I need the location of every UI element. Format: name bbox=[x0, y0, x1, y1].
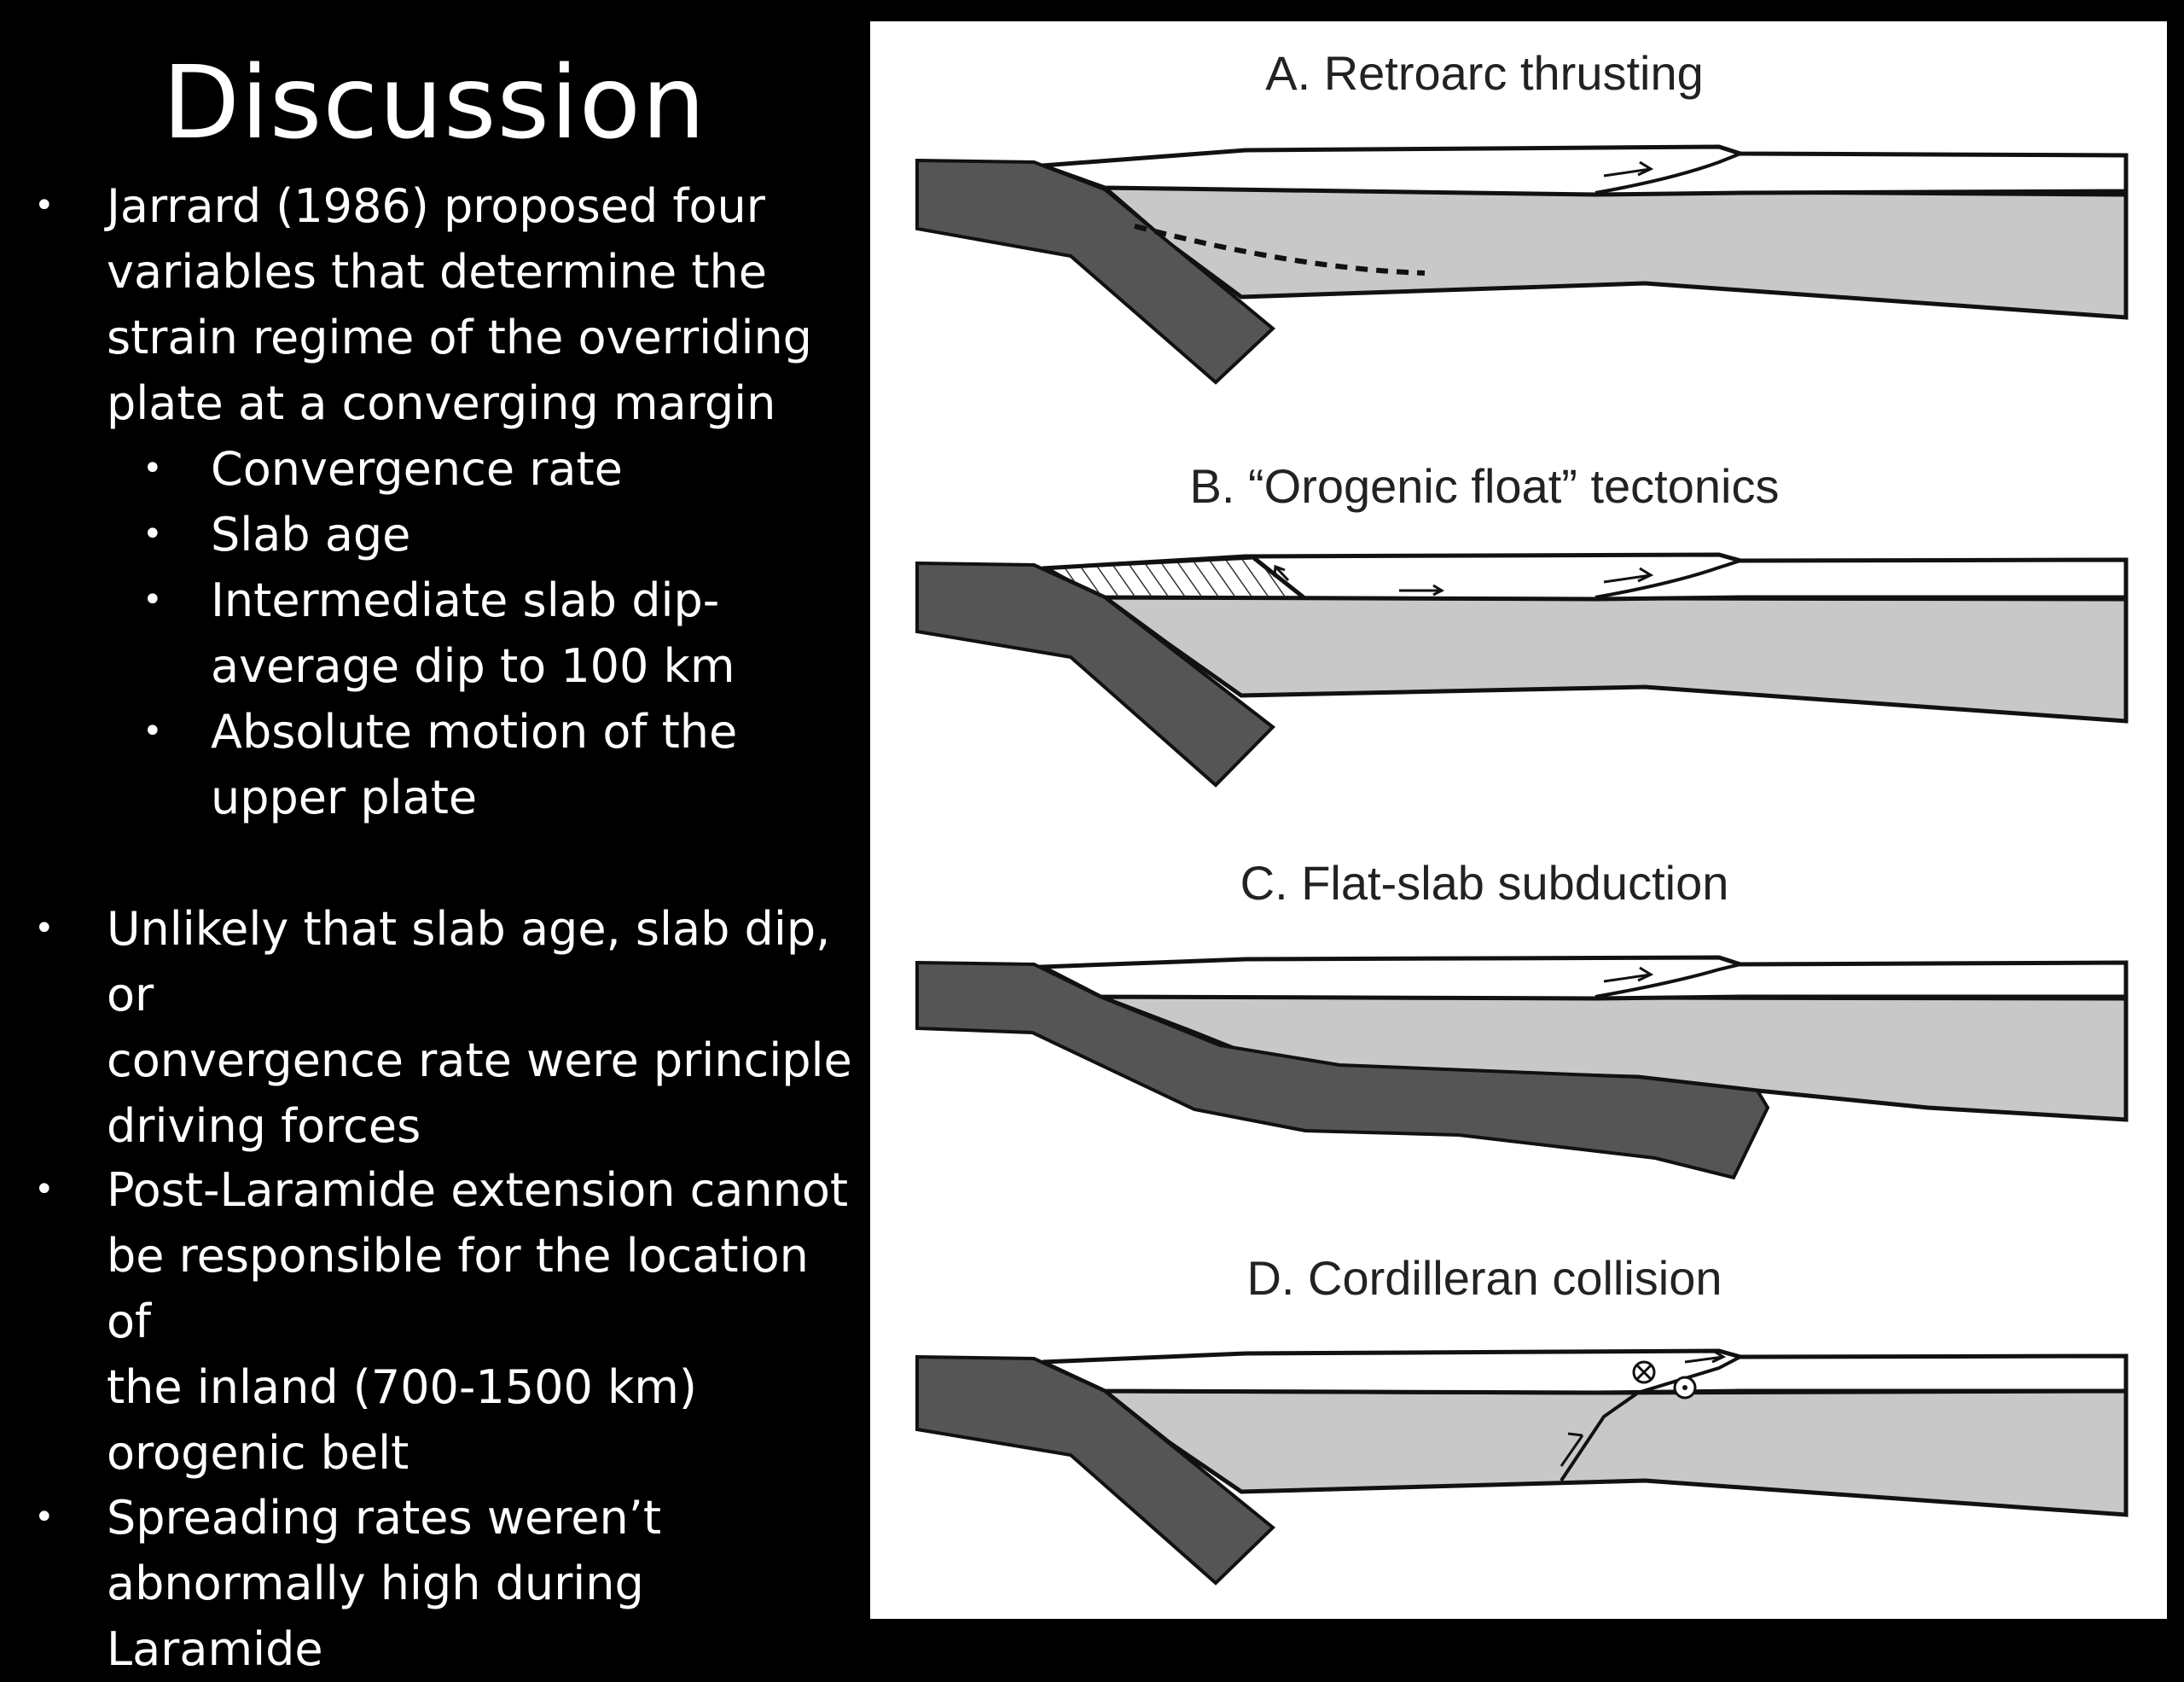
variables-list: • Convergence rate • Slab age • Intermed… bbox=[142, 436, 866, 830]
list-item: • Convergence rate bbox=[142, 436, 866, 502]
crust bbox=[1041, 1348, 2129, 1395]
panel-b-label: B. “Orogenic float” tectonics bbox=[1189, 459, 1780, 513]
bullet-line: Unlikely that slab age, slab dip, or bbox=[107, 902, 831, 1021]
panel-c-label: C. Flat-slab subduction bbox=[1240, 856, 1729, 910]
list-item: • Absolute motion of the upper plate bbox=[142, 699, 866, 830]
list-item: • Intermediate slab dip- average dip to … bbox=[142, 567, 866, 699]
sub-bullet-line: upper plate bbox=[211, 771, 478, 824]
sub-bullet-line: Intermediate slab dip- bbox=[211, 573, 720, 627]
out-of-page-icon bbox=[1673, 1376, 1697, 1400]
into-page-icon bbox=[1632, 1360, 1656, 1384]
dashed-decollement bbox=[1134, 224, 1426, 276]
bullet-dot: • bbox=[142, 712, 163, 751]
bullet-dot: • bbox=[34, 186, 55, 225]
panel-a-diagram bbox=[915, 144, 2129, 385]
thrust-fault bbox=[1594, 152, 1741, 195]
bullet-line: orogenic belt bbox=[107, 1426, 410, 1480]
thrust-fault bbox=[1594, 559, 1741, 599]
crust bbox=[1041, 552, 2129, 602]
bullet-line: Jarrard (1986) proposed four bbox=[107, 179, 765, 233]
thrust-arrow bbox=[1603, 966, 1654, 983]
fault-arrow bbox=[1560, 1432, 1584, 1467]
normal-fault bbox=[1252, 556, 1305, 599]
bullet-line: strain regime of the overriding bbox=[107, 311, 812, 364]
sub-bullet-line: Convergence rate bbox=[211, 442, 623, 496]
bullet-dot: • bbox=[142, 515, 163, 554]
slide-title: Discussion bbox=[162, 44, 706, 161]
bullet-jarrard: • Jarrard (1986) proposed four variables… bbox=[34, 173, 866, 830]
bullet-dot: • bbox=[34, 909, 55, 948]
backthrust-arrow bbox=[1273, 564, 1290, 582]
panel-d-label: D. Cordilleran collision bbox=[1246, 1251, 1722, 1305]
bullet-line: convergence rate were principle bbox=[107, 1033, 852, 1087]
slab bbox=[915, 960, 1770, 1180]
slab bbox=[915, 561, 1276, 788]
sub-bullet-line: Absolute motion of the bbox=[211, 705, 738, 759]
bullet-spreading-rates: • Spreading rates weren’t abnormally hig… bbox=[34, 1485, 866, 1682]
bullet-dot: • bbox=[142, 449, 163, 488]
bullet-line: Spreading rates weren’t bbox=[107, 1491, 662, 1545]
bullet-line: driving forces bbox=[107, 1099, 421, 1153]
bullet-dot: • bbox=[142, 580, 163, 620]
cross-sections-svg bbox=[915, 144, 2129, 1586]
transport-arrow bbox=[1399, 584, 1445, 597]
panel-b-diagram bbox=[915, 552, 2129, 788]
slab bbox=[915, 158, 1276, 385]
sub-bullet-line: average dip to 100 km bbox=[211, 639, 735, 693]
subduction-figure: A. Retroarc thrusting B. “Orogenic float… bbox=[870, 21, 2167, 1619]
bullet-line: plate at a converging margin bbox=[107, 376, 776, 430]
bullet-line: Post-Laramide extension cannot bbox=[107, 1163, 849, 1217]
slab bbox=[915, 1354, 1276, 1586]
bullet-dot: • bbox=[34, 1498, 55, 1537]
sub-bullet-line: Slab age bbox=[211, 508, 411, 562]
panel-d-diagram bbox=[915, 1348, 2129, 1586]
text-column: Discussion • Jarrard (1986) proposed fou… bbox=[0, 0, 868, 1676]
bullet-line: the inland (700-1500 km) bbox=[107, 1360, 697, 1414]
thrust-arrow bbox=[1603, 567, 1654, 584]
lithosphere bbox=[1098, 595, 2129, 724]
bullet-line: be responsible for the location of bbox=[107, 1229, 809, 1348]
crust bbox=[1042, 144, 2129, 197]
panel-a-label: A. Retroarc thrusting bbox=[1265, 46, 1704, 100]
bullet-unlikely: • Unlikely that slab age, slab dip, or c… bbox=[34, 896, 866, 1159]
crust bbox=[1034, 955, 2129, 1001]
bullet-line: variables that determine the bbox=[107, 245, 767, 299]
bullet-post-laramide: • Post-Laramide extension cannot be resp… bbox=[34, 1157, 866, 1486]
bullet-line: abnormally high during Laramide bbox=[107, 1557, 644, 1676]
thrust-arrow bbox=[1603, 160, 1654, 178]
strike-slip-fault bbox=[1560, 1355, 1741, 1482]
thrust-arrow bbox=[1684, 1349, 1727, 1364]
bullet-dot: • bbox=[34, 1170, 55, 1209]
panel-c-diagram bbox=[915, 955, 2129, 1180]
list-item: • Slab age bbox=[142, 502, 866, 567]
thrust-fault bbox=[1594, 963, 1741, 998]
